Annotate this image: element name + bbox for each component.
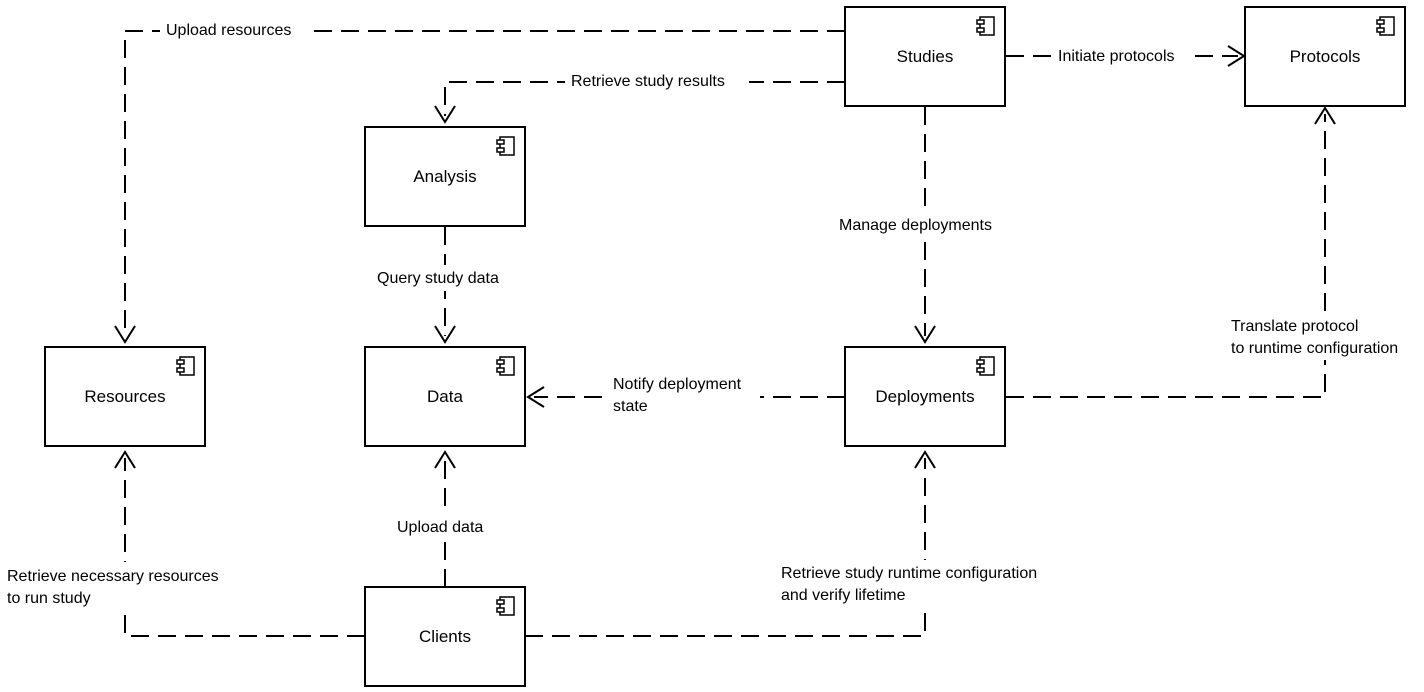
uml-component-icon (176, 356, 195, 376)
uml-component-icon (976, 356, 995, 376)
component-label-clients: Clients (419, 627, 471, 646)
component-deployments[interactable]: Deployments (844, 346, 1006, 447)
edge-label-translate-protocol: Translate protocol to runtime configurat… (1231, 318, 1398, 357)
edge-upload-resources: Upload resources (114, 18, 845, 344)
component-label-protocols: Protocols (1290, 47, 1361, 66)
component-studies[interactable]: Studies (844, 6, 1006, 107)
edge-label-query-study-data: Query study data (377, 270, 499, 287)
uml-component-icon (496, 356, 515, 376)
edge-retrieve-study-results: Retrieve study results (434, 69, 845, 124)
edge-upload-data: Upload data (391, 450, 499, 587)
edge-label-manage-deployments: Manage deployments (839, 217, 992, 234)
edge-initiate-protocols: Initiate protocols (1006, 44, 1246, 68)
component-clients[interactable]: Clients (364, 586, 526, 687)
edge-manage-deployments: Manage deployments (834, 107, 1016, 344)
edge-retrieve-runtime-config: Retrieve study runtime configuration and… (525, 450, 1074, 637)
edge-query-study-data: Query study data (371, 227, 519, 344)
edge-label-upload-resources: Upload resources (166, 22, 291, 39)
component-analysis[interactable]: Analysis (364, 126, 526, 227)
component-label-data: Data (427, 387, 463, 406)
component-data[interactable]: Data (364, 346, 526, 447)
component-protocols[interactable]: Protocols (1244, 6, 1406, 107)
edge-notify-deployment-state: Notify deployment state (526, 372, 845, 418)
edge-translate-protocol: Translate protocol to runtime configurat… (1006, 106, 1422, 398)
edge-retrieve-necessary-resources: Retrieve necessary resources to run stud… (2, 450, 365, 637)
component-label-resources: Resources (84, 387, 165, 406)
component-label-analysis: Analysis (413, 167, 476, 186)
uml-component-icon (1376, 16, 1395, 36)
component-label-studies: Studies (897, 47, 954, 66)
uml-component-icon (496, 596, 515, 616)
edge-label-retrieve-runtime-config: Retrieve study runtime configuration and… (781, 565, 1042, 604)
edge-label-upload-data: Upload data (397, 519, 483, 536)
edge-label-initiate-protocols: Initiate protocols (1058, 48, 1175, 65)
uml-component-icon (496, 136, 515, 156)
edge-label-notify-deployment-state: Notify deployment state (613, 376, 746, 415)
uml-component-icon (976, 16, 995, 36)
edge-label-retrieve-study-results: Retrieve study results (571, 73, 725, 90)
component-label-deployments: Deployments (875, 387, 974, 406)
edge-label-retrieve-necessary-resources: Retrieve necessary resources to run stud… (7, 568, 223, 607)
component-resources[interactable]: Resources (44, 346, 206, 447)
